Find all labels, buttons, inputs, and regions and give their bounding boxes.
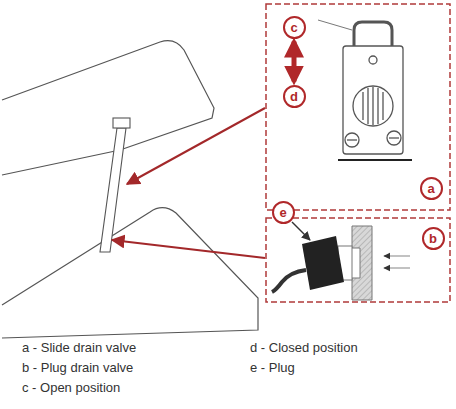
callout-letter: d bbox=[290, 90, 298, 103]
legend-text: b - Plug drain valve bbox=[22, 360, 133, 375]
double-arrow bbox=[292, 42, 297, 82]
callout-circle: e bbox=[272, 201, 295, 224]
legend-text: a - Slide drain valve bbox=[22, 340, 136, 355]
callout-letter: e bbox=[279, 206, 286, 219]
slide-valve bbox=[318, 20, 412, 160]
hull-outline bbox=[2, 41, 258, 338]
callout-letter: c bbox=[290, 21, 297, 34]
callout-circle: b bbox=[422, 227, 445, 250]
plug-valve bbox=[272, 222, 410, 300]
inset-frame bbox=[266, 218, 450, 302]
pointer-arrow bbox=[112, 240, 265, 258]
legend-text: c - Open position bbox=[22, 380, 120, 395]
legend-text: e - Plug bbox=[250, 360, 295, 375]
inset-frame bbox=[266, 4, 450, 210]
strut bbox=[100, 118, 130, 252]
pointer-arrow bbox=[127, 108, 265, 184]
callout-circle: a bbox=[420, 177, 443, 200]
callout-letter: a bbox=[427, 182, 434, 195]
legend-text: d - Closed position bbox=[250, 340, 358, 355]
callout-circle: d bbox=[283, 85, 306, 108]
callout-letter: b bbox=[429, 232, 437, 245]
callout-circle: c bbox=[283, 16, 306, 39]
